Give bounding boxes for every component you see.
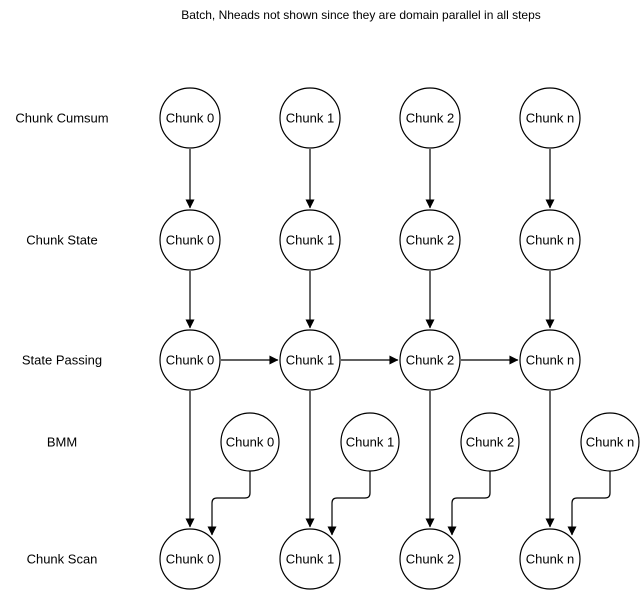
node-chunk-scan-n: Chunk n [519, 528, 581, 590]
node-chunk-state-1: Chunk 1 [279, 209, 341, 271]
node-chunk-scan-2: Chunk 2 [399, 528, 461, 590]
node-circle [159, 329, 221, 391]
row-label-bmm: BMM [47, 435, 77, 450]
node-circle [519, 329, 581, 391]
node-label: Chunk n [526, 233, 574, 248]
node-label: Chunk 0 [166, 353, 214, 368]
node-label: Chunk 0 [166, 552, 214, 567]
node-label: Chunk n [526, 552, 574, 567]
node-circle [399, 87, 461, 149]
node-bmm-2: Chunk 2 [460, 412, 520, 472]
node-chunk-state-n: Chunk n [519, 209, 581, 271]
node-label: Chunk 2 [406, 233, 454, 248]
node-chunk-state-0: Chunk 0 [159, 209, 221, 271]
row-label-chunk-scan: Chunk Scan [27, 552, 98, 567]
node-state-passing-n: Chunk n [519, 329, 581, 391]
node-label: Chunk 0 [166, 111, 214, 126]
arrow-bmm-to-scan-n [567, 471, 611, 536]
node-bmm-1: Chunk 1 [340, 412, 400, 472]
node-circle [279, 329, 341, 391]
node-label: Chunk 2 [406, 552, 454, 567]
node-label: Chunk 2 [406, 353, 454, 368]
node-circle [279, 528, 341, 590]
node-label: Chunk 1 [286, 111, 334, 126]
node-label: Chunk 2 [406, 111, 454, 126]
node-state-passing-0: Chunk 0 [159, 329, 221, 391]
node-chunk-scan-0: Chunk 0 [159, 528, 221, 590]
node-chunk-state-2: Chunk 2 [399, 209, 461, 271]
node-chunk-cumsum-0: Chunk 0 [159, 87, 221, 149]
nodes: Chunk 0 Chunk 1 Chunk 2 Chunk n Chunk 0 … [159, 87, 640, 590]
node-label: Chunk 1 [286, 353, 334, 368]
arrow-bmm-to-scan-2 [447, 471, 491, 536]
node-bmm-0: Chunk 0 [220, 412, 280, 472]
node-label: Chunk 0 [166, 233, 214, 248]
node-label: Chunk n [526, 111, 574, 126]
node-circle [580, 412, 640, 472]
node-circle [399, 329, 461, 391]
node-label: Chunk n [586, 435, 634, 450]
node-circle [159, 209, 221, 271]
node-circle [340, 412, 400, 472]
arrow-bmm-to-scan-0 [207, 471, 251, 536]
node-circle [279, 209, 341, 271]
node-label: Chunk 1 [346, 435, 394, 450]
node-circle [159, 528, 221, 590]
node-circle [220, 412, 280, 472]
row-label-state-passing: State Passing [22, 353, 102, 368]
node-label: Chunk 2 [466, 435, 514, 450]
node-circle [399, 209, 461, 271]
node-state-passing-2: Chunk 2 [399, 329, 461, 391]
node-bmm-n: Chunk n [580, 412, 640, 472]
arrow-bmm-to-scan-1 [327, 471, 371, 536]
node-circle [519, 87, 581, 149]
node-circle [460, 412, 520, 472]
row-label-chunk-state: Chunk State [26, 233, 98, 248]
node-chunk-cumsum-n: Chunk n [519, 87, 581, 149]
row-labels: Chunk Cumsum Chunk State State Passing B… [15, 111, 108, 567]
node-circle [399, 528, 461, 590]
node-label: Chunk n [526, 353, 574, 368]
row-label-chunk-cumsum: Chunk Cumsum [15, 111, 108, 126]
node-label: Chunk 1 [286, 233, 334, 248]
node-chunk-cumsum-2: Chunk 2 [399, 87, 461, 149]
node-circle [279, 87, 341, 149]
node-label: Chunk 0 [226, 435, 274, 450]
connectors [185, 149, 611, 536]
node-circle [519, 209, 581, 271]
node-circle [159, 87, 221, 149]
node-chunk-scan-1: Chunk 1 [279, 528, 341, 590]
node-state-passing-1: Chunk 1 [279, 329, 341, 391]
node-chunk-cumsum-1: Chunk 1 [279, 87, 341, 149]
node-circle [519, 528, 581, 590]
diagram-title: Batch, Nheads not shown since they are d… [181, 8, 541, 22]
node-label: Chunk 1 [286, 552, 334, 567]
